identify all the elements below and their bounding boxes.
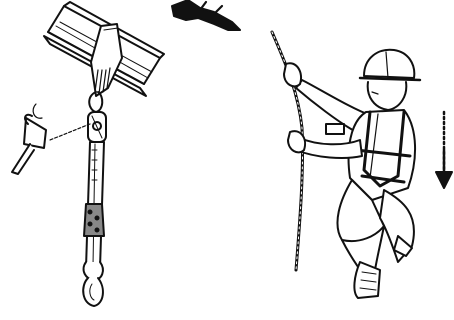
falling-figure-icon — [172, 0, 240, 30]
hard-hat — [360, 50, 420, 80]
lower-loop — [84, 262, 103, 280]
boots — [354, 236, 412, 298]
anchor-lanyard-system — [12, 2, 164, 306]
worker-head — [368, 82, 407, 110]
side-tether-device — [12, 104, 90, 174]
down-arrow-icon — [436, 112, 452, 188]
rope-grab-device — [88, 92, 106, 142]
climbing-worker — [272, 32, 452, 298]
carabiner — [83, 278, 103, 306]
shock-absorber — [84, 204, 104, 236]
